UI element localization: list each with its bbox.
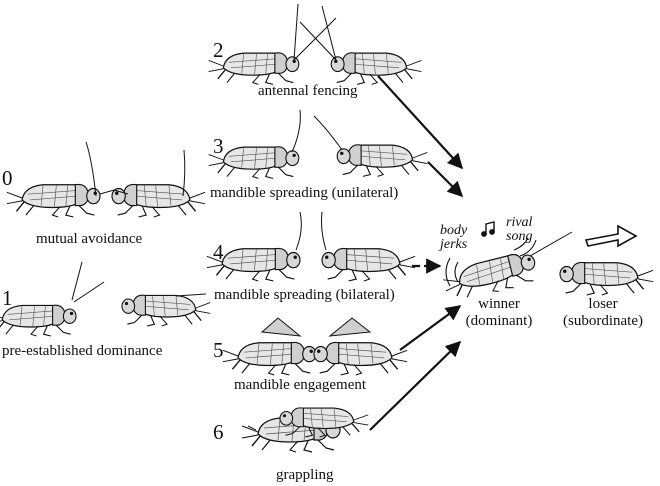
arrow-from-stage-2 bbox=[377, 75, 464, 170]
cricket-pair-stage-6 bbox=[241, 407, 369, 453]
winner-label: winner (dominant) bbox=[454, 296, 544, 329]
stage-label-1: pre-established dominance bbox=[2, 343, 163, 359]
stage-label-0: mutual avoidance bbox=[36, 231, 143, 247]
winner-line2: (dominant) bbox=[465, 312, 533, 329]
cricket-pair-stage-1 bbox=[0, 261, 211, 337]
stage-number-0: 0 bbox=[2, 166, 13, 190]
arrows bbox=[369, 75, 464, 431]
cricket-pair-stage-0 bbox=[6, 141, 206, 218]
cricket-pair-stage-4 bbox=[206, 211, 416, 282]
stage-label-5: mandible engagement bbox=[234, 377, 367, 393]
stage-number-5: 5 bbox=[213, 338, 224, 362]
loser-line1: loser bbox=[588, 296, 618, 312]
rival-song-line2: song bbox=[506, 229, 533, 245]
retreat-arrow-icon bbox=[584, 224, 638, 248]
stage-label-6: grappling bbox=[276, 467, 334, 483]
loser-cricket bbox=[559, 224, 654, 296]
body-jerks-label: body jerks bbox=[440, 223, 468, 253]
body-jerks-line2: jerks bbox=[440, 237, 468, 253]
loser-label: loser (subordinate) bbox=[548, 296, 658, 329]
winner-cricket bbox=[440, 231, 573, 305]
cricket-pair-stage-2 bbox=[207, 3, 423, 86]
cricket-pair-stage-5 bbox=[222, 317, 408, 376]
rival-song-label: rival song bbox=[506, 215, 533, 245]
arrow-from-stage-3 bbox=[427, 161, 464, 198]
arrow-from-stage-6 bbox=[369, 340, 462, 431]
stage-label-2: antennal fencing bbox=[258, 83, 358, 99]
body-jerks-line1: body bbox=[440, 223, 468, 238]
loser-line2: (subordinate) bbox=[563, 312, 643, 329]
stage-number-6: 6 bbox=[213, 420, 224, 444]
stage-number-3: 3 bbox=[213, 134, 224, 158]
winner-line1: winner bbox=[478, 296, 520, 312]
stage-number-4: 4 bbox=[213, 240, 224, 264]
stage-number-1: 1 bbox=[2, 286, 13, 310]
music-note-icon bbox=[481, 221, 495, 237]
stage-number-2: 2 bbox=[213, 38, 224, 62]
stage-label-4: mandible spreading (bilateral) bbox=[214, 287, 395, 303]
cricket-pair-stage-3 bbox=[207, 109, 429, 180]
arrow-from-stage-5 bbox=[399, 305, 462, 351]
stage-label-3: mandible spreading (unilateral) bbox=[210, 185, 399, 201]
rival-song-line1: rival bbox=[506, 215, 533, 230]
